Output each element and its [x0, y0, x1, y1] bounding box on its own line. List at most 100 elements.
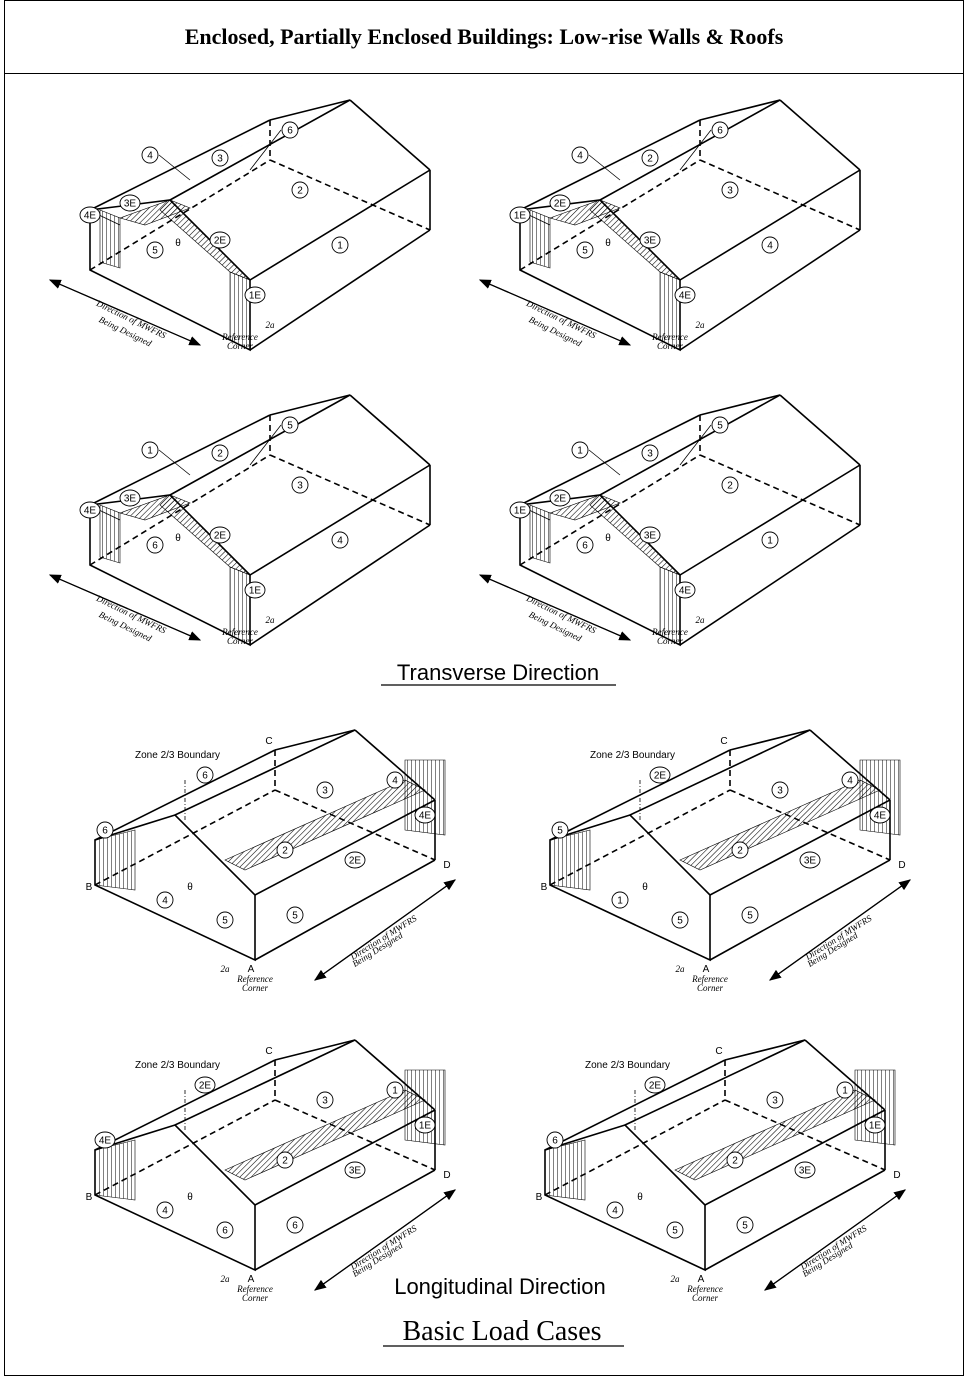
end-zone-roof-slope [159, 199, 251, 281]
zone-label: 3 [322, 1096, 328, 1107]
zone-circle [286, 1216, 304, 1234]
zone-circle [869, 806, 891, 824]
zone-circle [94, 1131, 116, 1149]
zone-circle [674, 286, 696, 304]
hidden-base [94, 789, 276, 886]
zone-marker-3e: 3E [119, 194, 141, 212]
zone-marker-2: 2 [731, 841, 749, 859]
zone-label: 3E [124, 494, 137, 505]
hidden-back [269, 454, 431, 526]
theta-label: θ [175, 238, 181, 249]
zone-circle [209, 231, 231, 249]
zone-label: 2E [654, 771, 667, 782]
zone-circle [509, 206, 531, 224]
zone-circle [386, 771, 404, 789]
zone-marker-1e: 1E [509, 206, 551, 226]
zone-label: 1 [617, 896, 623, 907]
end-zone-wall-back [99, 504, 121, 564]
zone-circle [711, 121, 729, 139]
base [254, 1169, 436, 1271]
eave [679, 169, 861, 281]
zone-label: 4 [147, 151, 153, 162]
zone-circle [414, 806, 436, 824]
corner-label: Corner [227, 341, 254, 351]
theta-label: θ [187, 882, 193, 893]
zone-label: 4 [767, 241, 773, 252]
ridge-top [269, 99, 351, 121]
roof-back [809, 729, 891, 801]
zone-label: 2 [732, 1156, 738, 1167]
theta-label: θ [175, 533, 181, 544]
corner-a: A [698, 1274, 705, 1285]
zone-label: 2E [554, 199, 567, 210]
zone-marker-5: 5 [736, 1216, 754, 1234]
zone-label: 1E [249, 291, 262, 302]
zone-label: 4 [847, 776, 853, 787]
arrow-shaft-back [478, 279, 631, 346]
zone-marker-2e: 2E [649, 766, 671, 784]
zone-marker-2e: 2E [549, 194, 571, 212]
zone-label: 1 [577, 446, 583, 457]
gable-wall [94, 1124, 256, 1272]
zone-circle [141, 441, 159, 459]
page-frame: Enclosed, Partially Enclosed Buildings: … [4, 0, 964, 1376]
base [704, 1169, 886, 1271]
zone-marker-4e: 4E [79, 501, 121, 521]
zone-label: 2E [214, 236, 227, 247]
corner-c: C [715, 1046, 722, 1057]
zone-circle [79, 501, 101, 519]
zone-circle [146, 241, 164, 259]
zone-label: 3E [349, 1166, 362, 1177]
zone-leader [528, 509, 551, 521]
zone-label: 1E [514, 506, 527, 517]
zone-leader [98, 509, 121, 521]
zone-leader [588, 154, 621, 181]
zone-circle [386, 1081, 404, 1099]
zone-label: 1 [147, 446, 153, 457]
base [254, 859, 436, 961]
zone-marker-5: 5 [286, 906, 304, 924]
zone-circle [726, 1151, 744, 1169]
zone-circle [639, 526, 661, 544]
zone-marker-1e: 1E [414, 1116, 436, 1134]
zone-marker-1: 1 [331, 236, 349, 254]
zone-boundary-label: Zone 2/3 Boundary [590, 750, 675, 761]
hidden-base [519, 454, 701, 566]
corner-b: B [541, 882, 548, 893]
end-zone-wall [94, 829, 136, 891]
reference-label: Reference [221, 627, 258, 637]
hidden-back [274, 789, 436, 861]
zone-marker-1e: 1E [244, 581, 266, 599]
zone-circle [196, 766, 214, 784]
zone-label: 4E [84, 211, 97, 222]
zone-circle [571, 146, 589, 164]
zone-label: 3 [647, 449, 653, 460]
zone-marker-3e: 3E [639, 231, 661, 249]
zone-marker-4e: 4E [674, 581, 696, 599]
zone-circle [286, 906, 304, 924]
zone-label: 5 [672, 1226, 678, 1237]
zone-circle [736, 1216, 754, 1234]
zone-marker-3: 3 [721, 181, 739, 199]
zone-circle [244, 286, 266, 304]
zone-label: 1E [419, 1121, 432, 1132]
zone-label: 1E [249, 586, 262, 597]
zone-circle [194, 1076, 216, 1094]
zone-circle [244, 581, 266, 599]
zone-marker-5: 5 [249, 416, 299, 466]
zone-label: 3E [799, 1166, 812, 1177]
zone-label: 5 [582, 246, 588, 257]
reference-label: Reference [686, 1284, 723, 1294]
roof-right [349, 99, 431, 171]
zone-label: 4 [577, 151, 583, 162]
zone-label: 3E [804, 856, 817, 867]
hidden-base [94, 1099, 276, 1196]
zone-circle [281, 121, 299, 139]
zone-circle [156, 891, 174, 909]
zone-marker-2: 2 [211, 444, 229, 462]
zone-marker-6: 6 [196, 766, 214, 784]
zone-label: 4E [84, 506, 97, 517]
